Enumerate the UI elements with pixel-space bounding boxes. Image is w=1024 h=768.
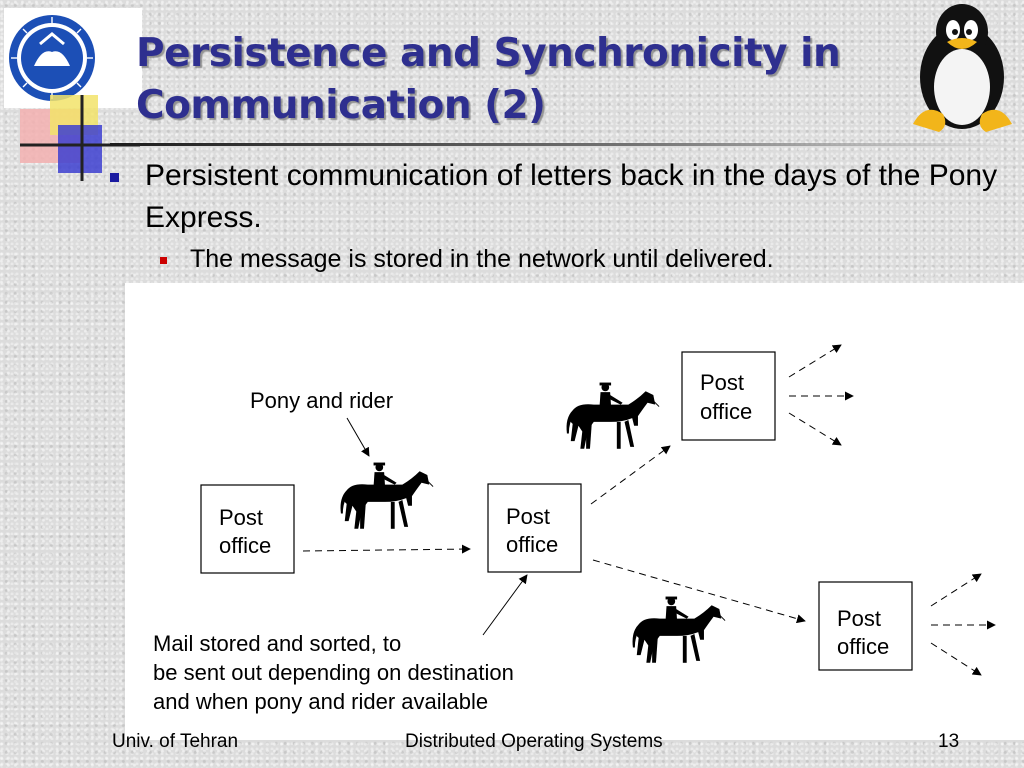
university-logo-icon <box>4 8 142 108</box>
decorative-squares <box>20 95 160 185</box>
route-top-right-out-3 <box>788 412 842 446</box>
post-office-middle: Post office <box>487 483 582 573</box>
post-office-bottom-right-line2: office <box>837 634 889 659</box>
post-office-middle-line1: Post <box>506 504 550 529</box>
footer-university: Univ. of Tehran <box>112 731 239 752</box>
route-top-right-out-1 <box>788 344 842 378</box>
bullet-main-text: Persistent communication of letters back… <box>145 159 998 234</box>
horse-and-rider-icon <box>566 382 660 450</box>
post-office-left-line2: office <box>219 533 271 558</box>
route-left-to-middle <box>302 544 471 554</box>
sub-bullet-marker <box>160 257 167 264</box>
post-office-left: Post office <box>200 484 295 574</box>
horse-and-rider-icon <box>632 596 726 664</box>
pony-label-arrow <box>346 417 370 457</box>
pony-express-diagram: Post office Post office Post office Post… <box>125 283 1024 740</box>
post-office-middle-line2: office <box>506 532 558 557</box>
post-office-bottom-right: Post office <box>818 581 913 671</box>
route-bottom-right-out-3 <box>930 642 982 676</box>
mail-note-arrow <box>482 574 528 636</box>
post-office-left-line1: Post <box>219 505 263 530</box>
footer-course: Distributed Operating Systems <box>405 731 663 752</box>
route-middle-to-bottom-right <box>592 559 806 624</box>
mail-note-line-1: Mail stored and sorted, to <box>153 631 401 656</box>
page-title: Persistence and Synchronicity in Communi… <box>136 28 896 132</box>
horse-and-rider-icon <box>340 462 434 530</box>
title-line-2: Communication (2) <box>136 83 546 128</box>
route-middle-to-top-right <box>590 445 671 505</box>
mail-note-line-3: and when pony and rider available <box>153 689 488 714</box>
route-bottom-right-out-1 <box>930 573 982 607</box>
mail-note-line-2: be sent out depending on destination <box>153 660 514 685</box>
bullet-sub-text: The message is stored in the network unt… <box>190 245 774 273</box>
title-line-1: Persistence and Synchronicity in <box>136 31 841 76</box>
pony-rider-label: Pony and rider <box>250 388 393 413</box>
post-office-top-right-line2: office <box>700 399 752 424</box>
title-divider <box>110 143 1015 146</box>
post-office-bottom-right-line1: Post <box>837 606 881 631</box>
bullet-marker <box>110 173 119 182</box>
post-office-top-right-line1: Post <box>700 370 744 395</box>
tux-penguin-icon <box>905 2 1020 137</box>
footer-page-number: 13 <box>938 731 960 752</box>
post-office-top-right: Post office <box>681 351 776 441</box>
